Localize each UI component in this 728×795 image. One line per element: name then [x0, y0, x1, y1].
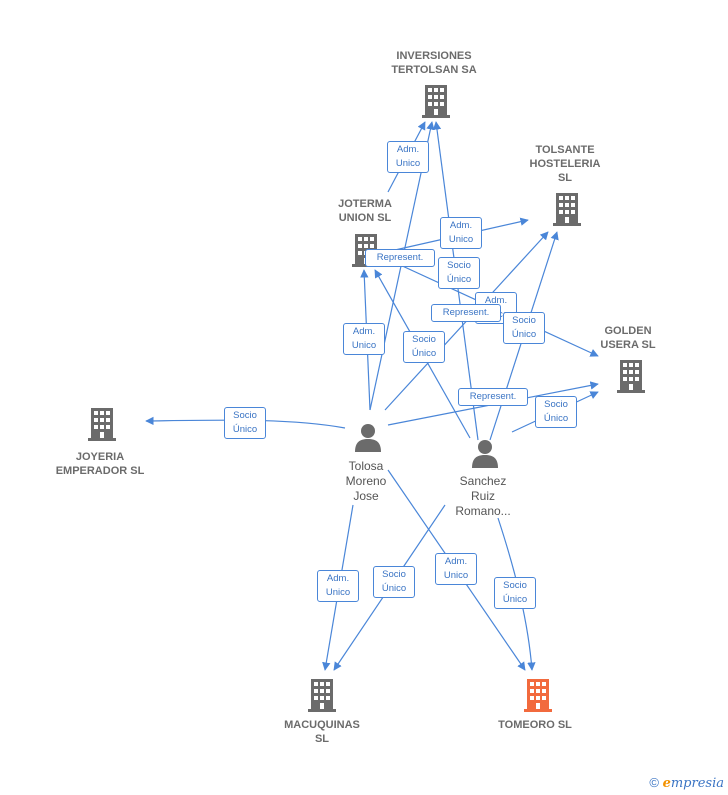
node-label-macuquinas[interactable]: MACUQUINAS SL: [284, 719, 360, 745]
edge-label[interactable]: Adm. Unico: [435, 553, 477, 585]
edge-label[interactable]: Adm. Unico: [440, 217, 482, 249]
edge-label[interactable]: Socio Único: [373, 566, 415, 598]
building-icon-joyeria[interactable]: [88, 408, 116, 441]
edge-label[interactable]: Socio Único: [503, 312, 545, 344]
edge-label[interactable]: Socio Único: [535, 396, 577, 428]
person-icon-sanchez[interactable]: [472, 440, 498, 468]
edge-label[interactable]: Represent.: [431, 304, 501, 322]
node-label-inversiones[interactable]: INVERSIONES TERTOLSAN SA: [391, 50, 477, 76]
brand-logo: empresia: [662, 776, 724, 791]
node-label-joterma[interactable]: JOTERMA UNION SL: [338, 198, 392, 224]
building-icon-golden[interactable]: [617, 360, 645, 393]
edge-label[interactable]: Represent.: [458, 388, 528, 406]
building-icon-tomeoro[interactable]: [524, 679, 552, 712]
edge-label[interactable]: Socio Único: [494, 577, 536, 609]
edge-label[interactable]: Represent.: [365, 249, 435, 267]
person-label-tolosa[interactable]: Tolosa Moreno Jose: [345, 459, 387, 503]
node-label-joyeria[interactable]: JOYERIA EMPERADOR SL: [55, 451, 145, 477]
person-icon-tolosa[interactable]: [355, 424, 381, 452]
node-label-tolsante[interactable]: TOLSANTE HOSTELERIA SL: [529, 144, 601, 184]
edge-label[interactable]: Socio Único: [403, 331, 445, 363]
building-icon-inversiones[interactable]: [422, 85, 450, 118]
node-label-tomeoro[interactable]: TOMEORO SL: [498, 719, 572, 731]
node-label-golden[interactable]: GOLDEN USERA SL: [600, 325, 656, 351]
person-label-sanchez[interactable]: Sanchez Ruiz Romano...: [455, 474, 511, 518]
edge-label[interactable]: Socio Único: [438, 257, 480, 289]
edge-label[interactable]: Adm. Unico: [343, 323, 385, 355]
building-icon-macuquinas[interactable]: [308, 679, 336, 712]
edge-label[interactable]: Adm. Unico: [317, 570, 359, 602]
edge-label[interactable]: Adm. Unico: [387, 141, 429, 173]
footer-brand: © empresia: [649, 775, 724, 791]
copyright-symbol: ©: [649, 775, 659, 790]
building-icon-tolsante[interactable]: [553, 193, 581, 226]
edge-label[interactable]: Socio Único: [224, 407, 266, 439]
